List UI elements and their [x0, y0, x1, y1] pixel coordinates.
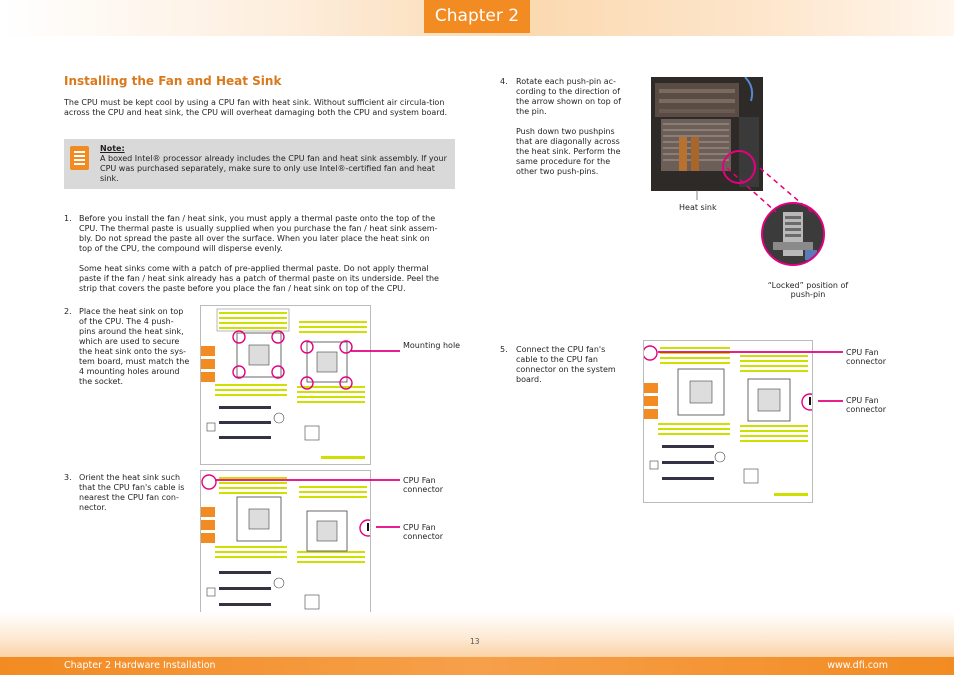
step-2-number: 2. [64, 307, 72, 316]
text-line: tem board, must match the [79, 357, 190, 366]
section-title: Installing the Fan and Heat Sink [64, 74, 282, 88]
label-line: “Locked” position of [767, 281, 849, 290]
text-line: nearest the CPU fan con- [79, 493, 179, 502]
board-svg [644, 345, 812, 496]
board-diagram-mounting [200, 305, 371, 465]
text-line: board. [516, 375, 542, 384]
note-box: Note: A boxed Intel® processor already i… [64, 139, 455, 189]
text-line: cording to the direction of [516, 87, 620, 96]
text-line: strip that covers the paste before you p… [79, 284, 406, 293]
label-line: CPU Fan [403, 523, 436, 532]
text-line: CPU. The thermal paste is usually suppli… [79, 224, 438, 233]
locked-push-pin-label: “Locked” position of push-pin [752, 281, 864, 299]
label-line: connector [846, 357, 887, 366]
page-number: 13 [470, 637, 480, 646]
label-line: CPU Fan [846, 348, 879, 357]
text-line: 4 mounting holes around [79, 367, 180, 376]
text-line: which are used to secure [79, 337, 180, 346]
label-line: CPU Fan [846, 396, 879, 405]
heat-sink-photo-svg [651, 77, 763, 191]
cpu-fan-connector-label-2: CPU Fan connector [403, 523, 443, 541]
text-line: Some heat sinks come with a patch of pre… [79, 264, 429, 273]
text-line: pins around the heat sink, [79, 327, 184, 336]
intro-paragraph: The CPU must be kept cool by using a CPU… [64, 98, 448, 117]
note-line: sink. [100, 174, 119, 183]
label-line: CPU Fan [403, 476, 436, 485]
step-1-number: 1. [64, 214, 72, 223]
footer-bar [0, 657, 954, 675]
text-line: the socket. [79, 377, 124, 386]
text-line: same procedure for the [516, 157, 611, 166]
note-icon [70, 146, 89, 170]
board-svg [201, 474, 370, 610]
text-line: the pin. [516, 107, 547, 116]
text-line: Push down two pushpins [516, 127, 615, 136]
text-line: the heat sink onto the sys- [79, 347, 187, 356]
step-3-text: Orient the heat sink such that the CPU f… [79, 473, 194, 513]
text-line: other two push-pins. [516, 167, 599, 176]
text-line: Orient the heat sink such [79, 473, 181, 482]
text-line: bly. Do not spread the paste all over th… [79, 234, 430, 243]
text-line: Before you install the fan / heat sink, … [79, 214, 436, 223]
footer-website-link[interactable]: www.dfi.com [827, 660, 888, 671]
text-line: Connect the CPU fan's [516, 345, 606, 354]
push-pin-zoom [761, 202, 825, 266]
step-2-text: Place the heat sink on top of the CPU. T… [79, 307, 194, 387]
label-line: connector [846, 405, 887, 414]
text-line: connector on the system [516, 365, 616, 374]
heat-sink-label: Heat sink [679, 203, 717, 212]
note-line: CPU was purchased separately, make sure … [100, 164, 435, 173]
step-3-number: 3. [64, 473, 72, 482]
step-1-text: Before you install the fan / heat sink, … [79, 214, 459, 294]
board-diagram-connect-fan [643, 340, 813, 503]
step-4-number: 4. [500, 77, 508, 86]
cpu-fan-connector-label-3: CPU Fan connector [846, 348, 886, 366]
note-text: A boxed Intel® processor already include… [100, 154, 452, 184]
mounting-hole-label: Mounting hole [403, 341, 461, 350]
board-diagram-fan-connector [200, 470, 371, 628]
push-pin-zoom-svg [763, 204, 823, 264]
board-svg [201, 308, 367, 459]
text-line: of the CPU. The 4 push- [79, 317, 174, 326]
text-line: the heat sink. Perform the [516, 147, 621, 156]
label-line: connector [403, 485, 444, 494]
text-line: Rotate each push-pin ac- [516, 77, 616, 86]
text-line: top of the CPU, the compound will disper… [79, 244, 283, 253]
label-line: connector [403, 532, 444, 541]
text-line: that are diagonally across [516, 137, 620, 146]
note-line: A boxed Intel® processor already include… [100, 154, 447, 163]
text-line: the arrow shown on top of [516, 97, 621, 106]
footer-chapter: Chapter 2 Hardware Installation [64, 660, 216, 671]
cpu-fan-connector-label-4: CPU Fan connector [846, 396, 886, 414]
text-line: Place the heat sink on top [79, 307, 184, 316]
text-line: paste if the fan / heat sink already has… [79, 274, 439, 283]
label-line: push-pin [790, 290, 826, 299]
step-4-text: Rotate each push-pin ac- cording to the … [516, 77, 634, 177]
footer-band [0, 612, 954, 660]
step-5-number: 5. [500, 345, 508, 354]
cpu-fan-connector-label-1: CPU Fan connector [403, 476, 443, 494]
text-line: cable to the CPU fan [516, 355, 598, 364]
text-line: that the CPU fan's cable is [79, 483, 185, 492]
chapter-tab: Chapter 2 [424, 0, 530, 33]
heat-sink-photo [651, 77, 763, 191]
note-title: Note: [100, 144, 125, 153]
step-5-text: Connect the CPU fan's cable to the CPU f… [516, 345, 634, 385]
text-line: nector. [79, 503, 107, 512]
